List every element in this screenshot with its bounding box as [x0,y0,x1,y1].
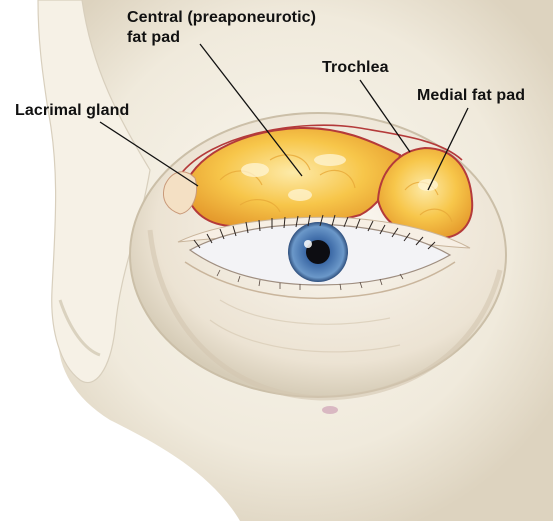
lacrimal-gland-label: Lacrimal gland [15,101,129,121]
eye-glint [304,240,312,248]
central-fat-pad-label: Central (preaponeurotic) fat pad [127,8,316,48]
central-fat-pad-label-line2: fat pad [127,28,316,48]
bone-foramen [322,406,338,414]
trochlea-label: Trochlea [322,58,389,78]
medial-fat-pad-label: Medial fat pad [417,86,525,106]
central-fat-pad-label-line1: Central (preaponeurotic) [127,8,316,28]
